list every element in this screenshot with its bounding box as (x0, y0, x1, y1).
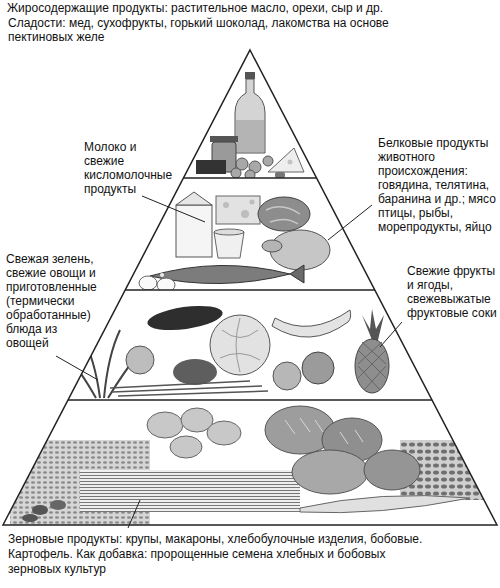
potato (207, 421, 241, 445)
tier-line (68, 399, 432, 401)
cheese-hole (241, 210, 249, 218)
fish-eye (160, 273, 164, 277)
beef-piece (258, 197, 310, 231)
vegetables-fruits-illustration (70, 302, 389, 398)
pineapple-pattern (358, 342, 386, 390)
egg (139, 276, 157, 290)
jelly-candy (275, 172, 285, 178)
pyramid-outline (3, 50, 497, 525)
cheese-hole (250, 200, 255, 205)
jar-lid (210, 136, 238, 142)
leader-line (380, 322, 402, 347)
fish-tail (290, 265, 304, 283)
tier-line (183, 177, 316, 179)
chicken-leg (262, 240, 282, 252)
potato (147, 412, 183, 438)
nut (263, 156, 273, 166)
green-onion (110, 381, 268, 396)
food-group-label: Зерновые продукты: крупы, макароны, хлеб… (8, 532, 438, 577)
bottle-cap (245, 72, 255, 79)
carton-top (176, 192, 212, 205)
cheese-block (216, 196, 260, 224)
pasta-shell (50, 500, 66, 510)
eggplant (146, 302, 224, 334)
pyramid-border (3, 50, 497, 525)
oil-level (236, 120, 264, 152)
orange (273, 362, 301, 390)
tier-line (125, 289, 375, 291)
bread (364, 450, 420, 490)
oil-bottle (235, 79, 265, 153)
cheese-hole (223, 202, 229, 208)
food-group-label: Свежие фрукты и ягоды, свежевыжатые фрук… (407, 264, 497, 320)
nut (231, 168, 241, 178)
pasta-shell (32, 505, 48, 515)
food-group-label: Свежая зелень, свежие овощи и приготовле… (6, 252, 102, 350)
leader-line (142, 196, 205, 222)
chocolate-bar (196, 160, 226, 174)
cup-lid (214, 229, 244, 235)
cheese-hole (288, 160, 293, 165)
pineapple-leaves (362, 309, 384, 340)
leader-line (56, 356, 98, 380)
meat-marbling (266, 207, 300, 224)
pineapple (355, 339, 389, 393)
banana (272, 310, 351, 337)
yogurt-cup (214, 232, 244, 258)
root-vegetable (300, 496, 470, 513)
spaghetti (80, 470, 300, 512)
apple (302, 352, 334, 384)
bread-scoring (285, 418, 363, 444)
leader-line (328, 205, 372, 240)
cabbage (210, 315, 270, 375)
cabbage-veins (220, 318, 260, 372)
leader-lines (56, 196, 402, 528)
onion (126, 346, 154, 374)
food-group-label: Белковые продукты животного происхождени… (378, 136, 496, 234)
food-group-label: Жиросодержащие продукты: растительное ма… (7, 1, 497, 16)
food-group-label: Молоко и свежие кисломолочные продукты (84, 140, 176, 196)
bread (292, 450, 368, 494)
potato (170, 436, 202, 458)
pepper (173, 359, 217, 385)
fats-sweets-illustration (196, 72, 304, 180)
leader-line (128, 500, 140, 528)
pasta-shell (22, 514, 38, 522)
grains-illustration (10, 406, 497, 525)
dairy-protein-illustration (139, 192, 330, 292)
food-group-label: Сладости: мед, сухофрукты, горький шокол… (8, 16, 408, 45)
